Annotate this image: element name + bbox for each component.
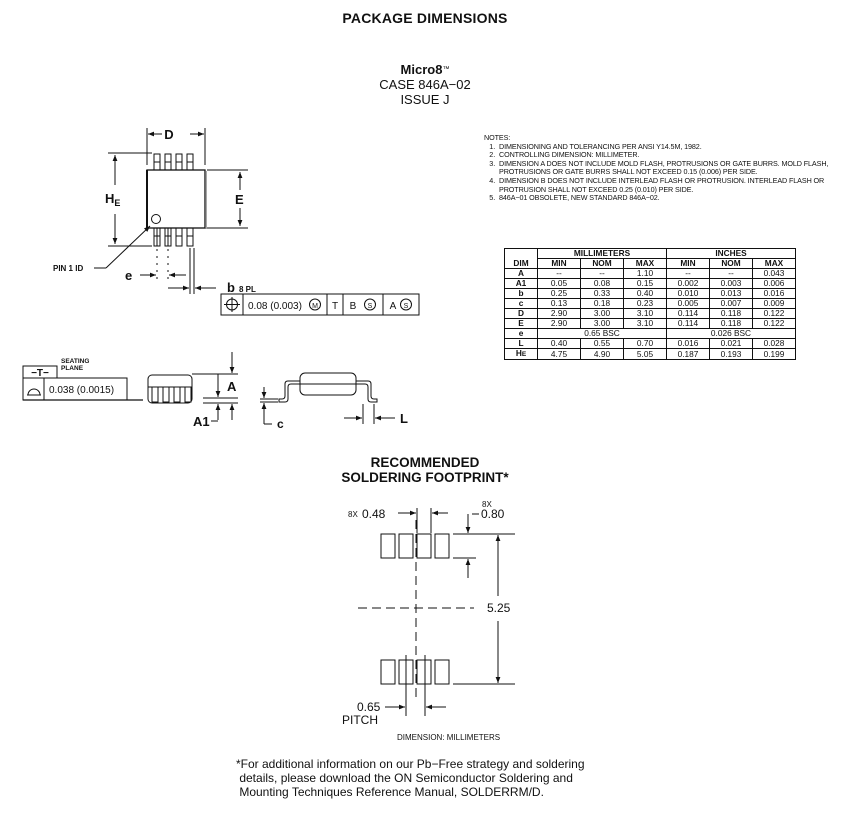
label-c: c bbox=[277, 417, 284, 431]
trademark-symbol: ™ bbox=[442, 66, 450, 73]
notes-list: DIMENSIONING AND TOLERANCING PER ANSI Y1… bbox=[484, 142, 844, 203]
note-item: DIMENSION B DOES NOT INCLUDE INTERLEAD F… bbox=[497, 176, 844, 194]
label-E: E bbox=[235, 192, 244, 207]
table-row: A----1.10----0.043 bbox=[504, 268, 796, 279]
rfs-modifier-icon bbox=[400, 298, 412, 311]
footnote-line: *For additional information on our Pb−Fr… bbox=[236, 757, 585, 771]
side-body bbox=[147, 374, 193, 404]
pitch-value: 0.65 bbox=[357, 700, 381, 714]
note-item: DIMENSION A DOES NOT INCLUDE MOLD FLASH,… bbox=[497, 159, 844, 177]
pad-length-prefix: 8X bbox=[482, 500, 492, 509]
profile-icon bbox=[27, 388, 41, 396]
case-number: CASE 846A−02 bbox=[379, 77, 471, 92]
pad-width-prefix: 8X bbox=[348, 510, 358, 519]
pad-width-value: 0.48 bbox=[362, 507, 386, 521]
top-leads bbox=[153, 153, 194, 171]
notes-heading: NOTES: bbox=[484, 133, 511, 142]
label-b-note: 8 PL bbox=[239, 285, 256, 294]
value-cell: 4.90 bbox=[580, 348, 624, 360]
footprint-bottom-pads bbox=[380, 659, 450, 685]
bottom-leads bbox=[153, 227, 194, 247]
value-cell: 0.193 bbox=[709, 348, 753, 360]
pin1-marker bbox=[151, 214, 161, 224]
drawing-labels: D HE E PIN 1 ID e b 8 PL 0.08 (0.003) M … bbox=[31, 127, 511, 742]
label-b: b bbox=[227, 280, 235, 295]
units-note: DIMENSION: MILLIMETERS bbox=[397, 733, 500, 742]
notes-block: NOTES: DIMENSIONING AND TOLERANCING PER … bbox=[484, 133, 844, 203]
label-A1: A1 bbox=[193, 414, 210, 429]
flatness-value: 0.038 (0.0015) bbox=[49, 385, 114, 396]
soldering-footprint bbox=[358, 508, 515, 716]
label-L: L bbox=[400, 411, 408, 426]
pitch-label: PITCH bbox=[342, 713, 378, 727]
rfs-modifier-icon bbox=[364, 298, 376, 311]
label-A: A bbox=[227, 379, 237, 394]
tolerance-value: 0.08 (0.003) bbox=[248, 301, 302, 312]
datum-A: A bbox=[390, 301, 397, 312]
footnote-line: Mounting Techniques Reference Manual, SO… bbox=[236, 785, 544, 799]
footnote: *For additional information on our Pb−Fr… bbox=[236, 757, 656, 799]
position-tolerance-frame bbox=[220, 293, 420, 316]
issue-label: ISSUE J bbox=[400, 92, 450, 107]
end-view bbox=[260, 372, 395, 425]
note-item: DIMENSIONING AND TOLERANCING PER ANSI Y1… bbox=[497, 142, 844, 152]
datum-B-modifier: S bbox=[368, 303, 373, 310]
label-e: e bbox=[125, 268, 132, 283]
pin1-label: PIN 1 ID bbox=[53, 264, 83, 273]
span-value: 5.25 bbox=[487, 601, 511, 615]
package-header: Micro8™ CASE 846A−02 ISSUE J bbox=[0, 62, 850, 107]
datum-T: T bbox=[332, 301, 338, 312]
note-item: 846A−01 OBSOLETE, NEW STANDARD 846A−02. bbox=[497, 194, 844, 203]
footprint-title: RECOMMENDED SOLDERING FOOTPRINT* bbox=[341, 455, 509, 485]
side-leads bbox=[151, 386, 192, 403]
datum-A-modifier: S bbox=[404, 303, 409, 310]
datum-T-label: −T− bbox=[31, 368, 49, 379]
value-cell: 4.75 bbox=[537, 348, 581, 360]
seating-plane-line1: SEATING bbox=[61, 358, 89, 365]
datum-B: B bbox=[350, 301, 357, 312]
seating-plane-line2: PLANE bbox=[61, 365, 84, 372]
dimension-table: MILLIMETERS INCHES DIM MIN NOM MAX MIN N… bbox=[504, 248, 796, 360]
top-view bbox=[94, 128, 420, 316]
mmc-modifier-icon bbox=[309, 298, 321, 311]
mmc-modifier: M bbox=[312, 303, 318, 310]
page-title: PACKAGE DIMENSIONS bbox=[342, 10, 508, 26]
label-D: D bbox=[164, 127, 173, 142]
side-view bbox=[22, 352, 238, 422]
value-cell: 0.199 bbox=[752, 348, 796, 360]
package-body bbox=[146, 169, 206, 229]
footprint-top-pads bbox=[380, 533, 450, 559]
package-name: Micro8™ bbox=[400, 62, 450, 77]
label-HE: HE bbox=[105, 191, 120, 208]
note-item: CONTROLLING DIMENSION: MILLIMETER. bbox=[497, 151, 844, 160]
pad-length-value: 0.80 bbox=[481, 507, 505, 521]
footnote-line: details, please download the ON Semicond… bbox=[236, 771, 573, 785]
